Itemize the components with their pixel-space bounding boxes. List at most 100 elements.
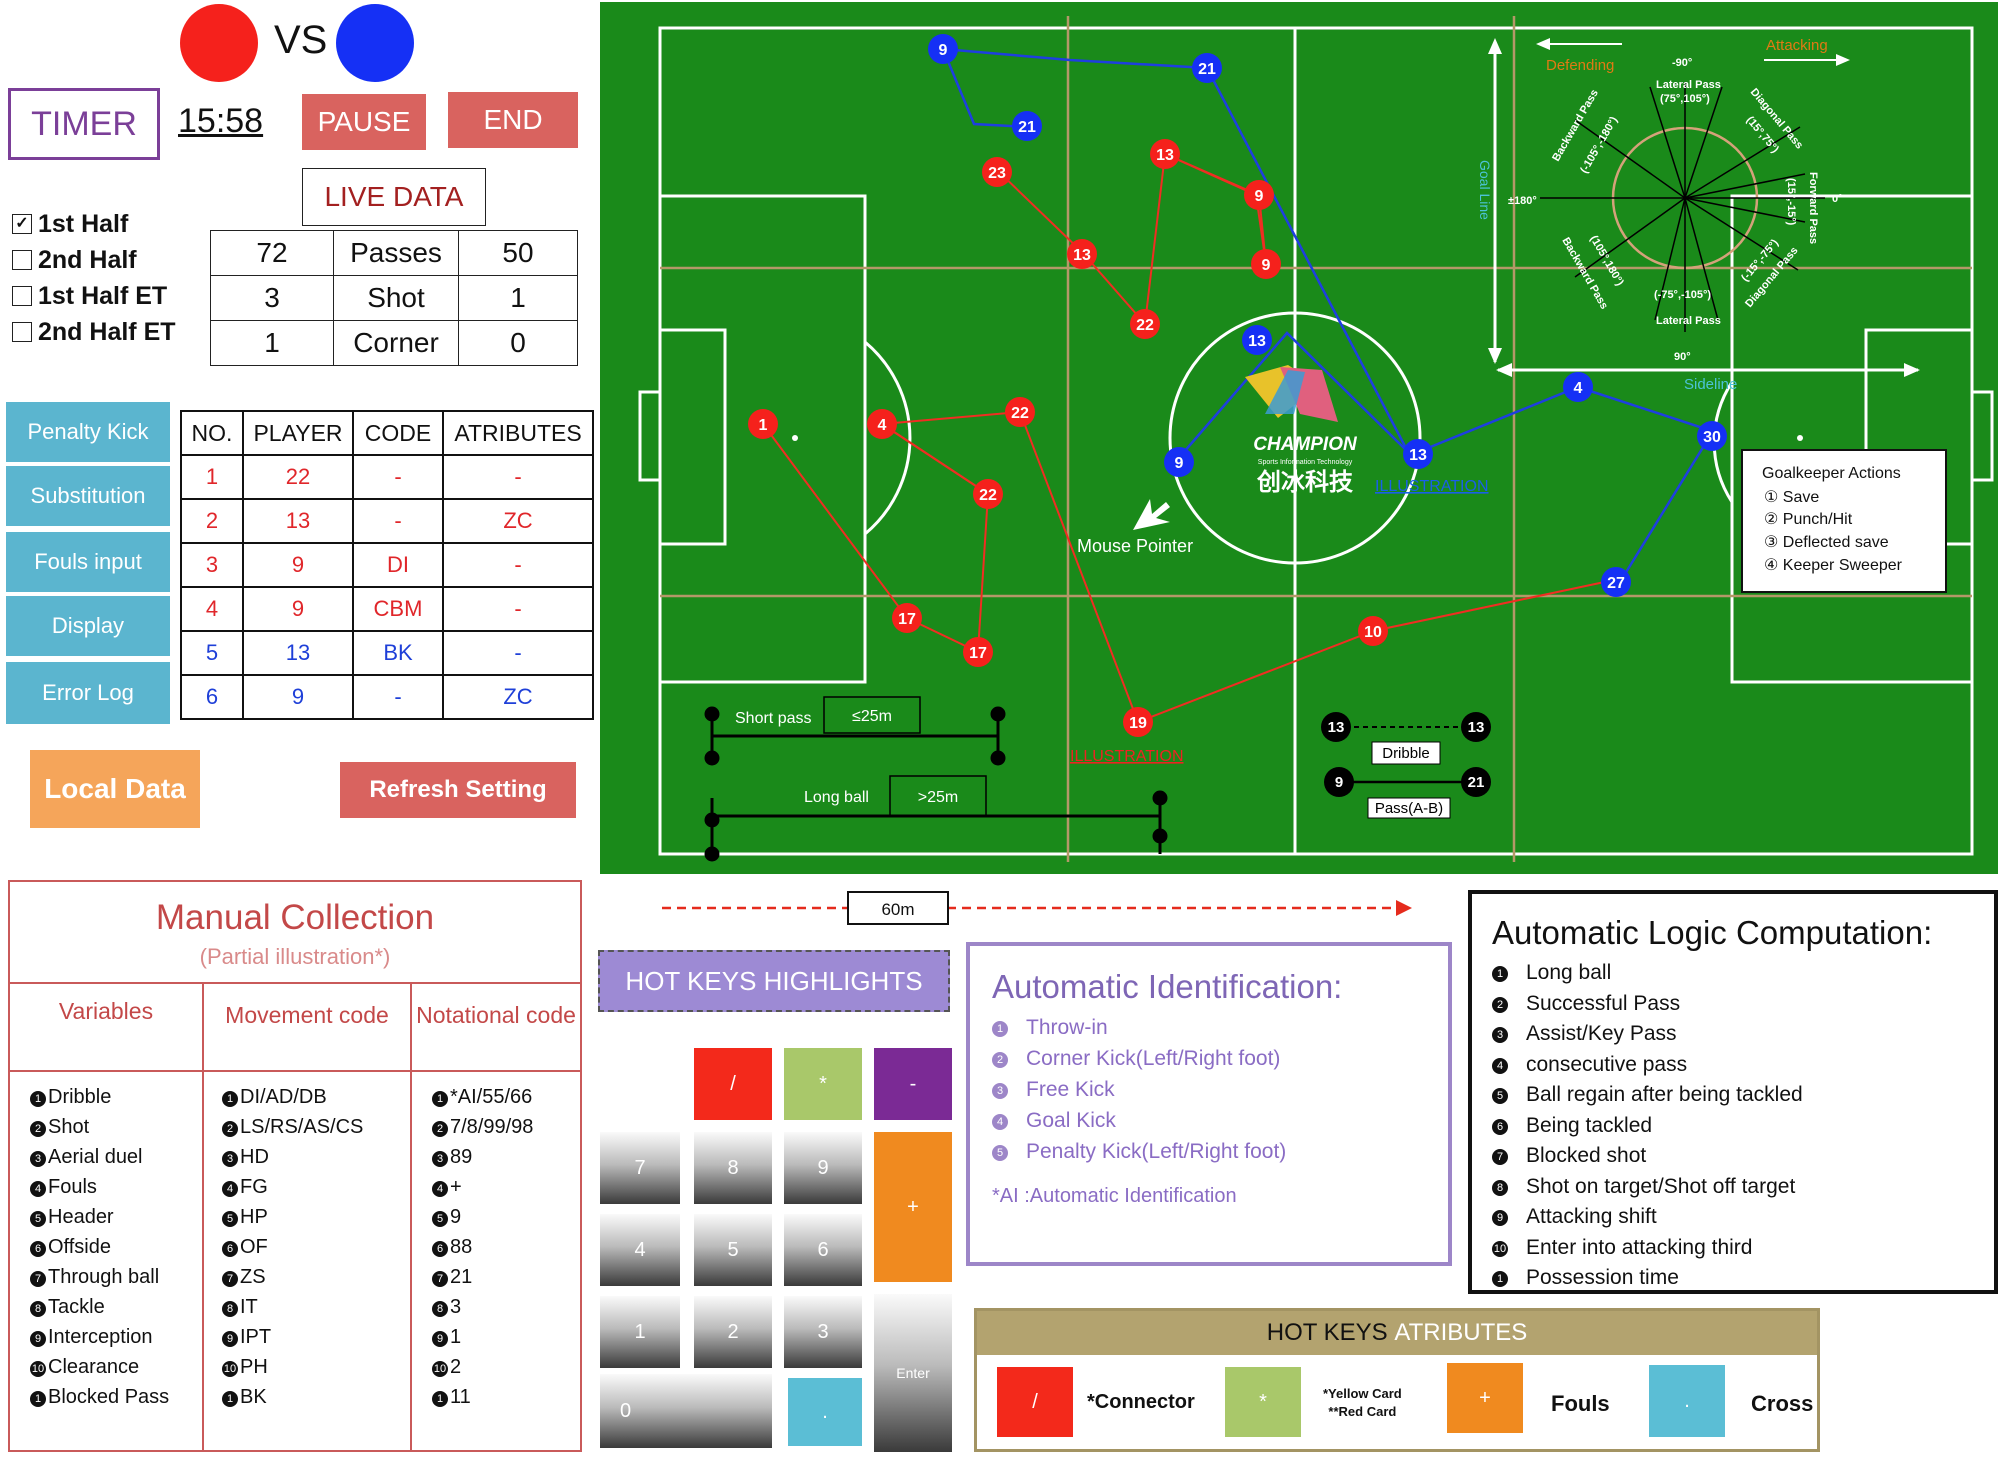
- key-0[interactable]: 0: [600, 1374, 772, 1448]
- blue-player-marker[interactable]: 13: [1242, 325, 1272, 355]
- home-team-indicator: [180, 4, 258, 82]
- svg-text:9: 9: [939, 42, 948, 59]
- half-option-1st-et[interactable]: 1st Half ET: [12, 278, 212, 314]
- key-2[interactable]: 2: [694, 1296, 772, 1368]
- display-button[interactable]: Display: [6, 596, 170, 656]
- red-player-marker[interactable]: 19: [1123, 707, 1153, 737]
- pause-button[interactable]: PAUSE: [302, 94, 426, 150]
- half-option-2nd-et[interactable]: 2nd Half ET: [12, 314, 212, 350]
- svg-text:Lateral Pass: Lateral Pass: [1656, 315, 1721, 327]
- substitution-button[interactable]: Substitution: [6, 466, 170, 526]
- vs-label: VS: [274, 18, 328, 62]
- table-header-row: NO. PLAYER CODE ATRIBUTES: [180, 410, 594, 456]
- blue-player-marker[interactable]: 21: [1012, 111, 1042, 141]
- svg-text:③ Deflected save: ③ Deflected save: [1764, 534, 1889, 551]
- red-player-marker[interactable]: 4: [867, 409, 897, 439]
- half-option-2nd[interactable]: 2nd Half: [12, 242, 212, 278]
- red-player-marker[interactable]: 22: [973, 479, 1003, 509]
- svg-text:19: 19: [1129, 715, 1147, 732]
- red-player-marker[interactable]: 10: [1358, 616, 1388, 646]
- number-badge-icon: 8: [222, 1301, 238, 1317]
- checkbox-checked-icon[interactable]: ✓: [12, 214, 32, 234]
- red-player-marker[interactable]: 17: [963, 637, 993, 667]
- checkbox-icon[interactable]: [12, 286, 32, 306]
- svg-text:22: 22: [1011, 405, 1029, 422]
- checkbox-icon[interactable]: [12, 322, 32, 342]
- key-6[interactable]: 6: [784, 1214, 862, 1286]
- end-button[interactable]: END: [448, 92, 578, 148]
- key-4[interactable]: 4: [600, 1214, 680, 1286]
- number-badge-icon: 2: [432, 1121, 448, 1137]
- illustration-link[interactable]: ILLUSTRATION: [1070, 748, 1184, 765]
- checkbox-icon[interactable]: [12, 250, 32, 270]
- blue-player-marker[interactable]: 9: [928, 34, 958, 64]
- error-log-button[interactable]: Error Log: [6, 662, 170, 724]
- number-badge-icon: 3: [432, 1151, 448, 1167]
- red-player-marker[interactable]: 22: [1005, 397, 1035, 427]
- key-3[interactable]: 3: [784, 1296, 862, 1368]
- penalty-kick-button[interactable]: Penalty Kick: [6, 402, 170, 462]
- key-star[interactable]: *: [784, 1048, 862, 1120]
- timer-label: TIMER: [8, 88, 160, 160]
- key-slash[interactable]: /: [694, 1048, 772, 1120]
- attr-label-cards: *Yellow Card**Red Card: [1323, 1386, 1402, 1419]
- blue-player-marker[interactable]: 27: [1601, 567, 1631, 597]
- key-8[interactable]: 8: [694, 1132, 772, 1204]
- refresh-setting-button[interactable]: Refresh Setting: [340, 762, 576, 818]
- key-7[interactable]: 7: [600, 1132, 680, 1204]
- key-enter[interactable]: Enter: [874, 1294, 952, 1452]
- number-badge-icon: 3: [992, 1083, 1008, 1099]
- red-player-marker[interactable]: 23: [982, 157, 1012, 187]
- manual-subtitle: (Partial illustration*): [199, 944, 391, 969]
- key-9[interactable]: 9: [784, 1132, 862, 1204]
- fouls-input-button[interactable]: Fouls input: [6, 532, 170, 592]
- blue-player-marker[interactable]: 21: [1192, 53, 1222, 83]
- key-plus[interactable]: +: [874, 1132, 952, 1282]
- red-player-marker[interactable]: 9: [1251, 249, 1281, 279]
- red-player-marker[interactable]: 13: [1067, 239, 1097, 269]
- key-minus[interactable]: -: [874, 1048, 952, 1120]
- champion-logo: CHAMPION Sports Information Technology 创…: [1245, 365, 1358, 496]
- illustration-link[interactable]: ILLUSTRATION: [1375, 478, 1489, 495]
- svg-text:90°: 90°: [1674, 351, 1691, 363]
- attr-label-cross: Cross: [1751, 1391, 1814, 1416]
- red-player-marker[interactable]: 1: [748, 409, 778, 439]
- local-data-button[interactable]: Local Data: [30, 750, 200, 828]
- goalkeeper-actions-box: Goalkeeper Actions ① Save ② Punch/Hit ③ …: [1741, 449, 1947, 593]
- red-player-marker[interactable]: 9: [1244, 180, 1274, 210]
- half-option-1st[interactable]: ✓1st Half: [12, 206, 212, 242]
- red-player-marker[interactable]: 22: [1130, 309, 1160, 339]
- attr-key-plus: +: [1447, 1363, 1523, 1433]
- number-badge-icon: 3: [1492, 1027, 1508, 1043]
- key-1[interactable]: 1: [600, 1296, 680, 1368]
- blue-player-marker[interactable]: 30: [1697, 421, 1727, 451]
- key-5[interactable]: 5: [694, 1214, 772, 1286]
- manual-title: Manual Collection: [155, 898, 435, 937]
- pitch-svg[interactable]: 13 23 13 9 9 22 1 4 22 22 17 17 19 10 9 …: [600, 2, 1998, 874]
- red-player-marker[interactable]: 13: [1150, 139, 1180, 169]
- red-player-marker[interactable]: 17: [892, 603, 922, 633]
- key-dot[interactable]: .: [788, 1378, 862, 1446]
- auto-id-title: Automatic Identification:: [992, 968, 1343, 1005]
- blue-player-marker[interactable]: 4: [1563, 372, 1593, 402]
- blue-player-marker[interactable]: 9: [1164, 447, 1194, 477]
- blue-player-marker[interactable]: 13: [1403, 439, 1433, 469]
- pitch-panel[interactable]: 13 23 13 9 9 22 1 4 22 22 17 17 19 10 9 …: [600, 2, 1998, 874]
